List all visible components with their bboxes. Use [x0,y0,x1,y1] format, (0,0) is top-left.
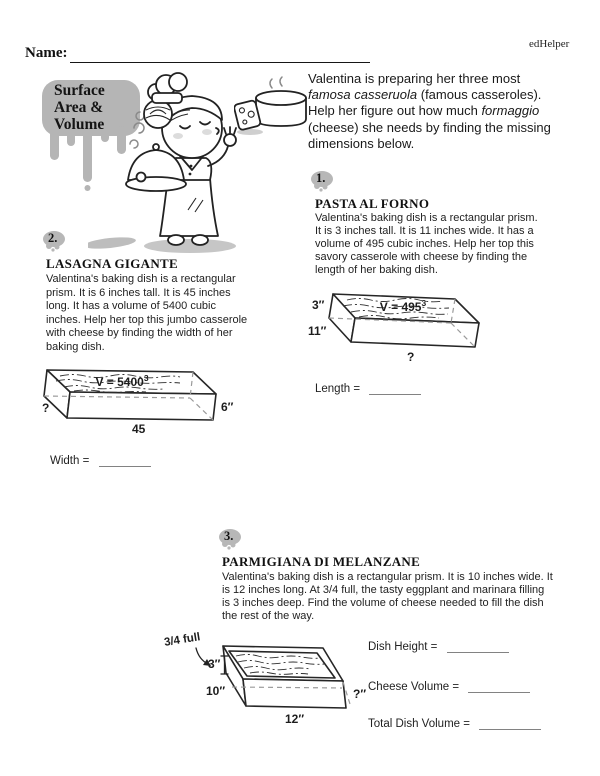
problem-2-number-badge: 2. [42,230,68,254]
dish-height-answer-label: Dish Height = [368,641,438,653]
cheese-volume-answer-blank[interactable] [468,679,531,693]
prism-1-drawing [328,293,480,348]
prism-3-height-label: ?″ [353,687,367,701]
brand: edHelper [529,38,570,50]
prism-3-length-label: 12″ [285,712,305,726]
problem-1-body: Valentina's baking dish is a rectangular… [315,212,538,277]
prism-2-volume-value: V = 5400 [95,375,144,389]
splat-icon [43,231,65,252]
prism-1-width-label: 11″ [308,324,327,338]
chef-illustration [88,72,237,253]
prism-2-width-label: ? [42,401,50,415]
cheese-volume-answer-label: Cheese Volume = [368,681,460,693]
total-dish-volume-answer-row: Total Dish Volume = [368,713,542,730]
prism-1-volume-label: V = 4953 [365,298,441,314]
prism-1-height-label: 3″ [312,298,325,312]
intro-italic2: formaggio [481,103,540,119]
length-answer-blank[interactable] [369,381,422,395]
prism-1-length-label: ? [407,350,415,364]
problem-1-answer-row: Length = [315,378,422,395]
cheese-dish-illustration [234,76,307,135]
paint-drip-icon [42,80,140,191]
problem-3-diagram: 3/4 full 3″ 10″ 12″ ?″ [158,630,373,750]
problem-1-title: PASTA AL FORNO [315,196,430,211]
problem-2-number: 2. [48,231,58,245]
problem-1-number: 1. [316,171,326,185]
total-dish-volume-answer-label: Total Dish Volume = [368,718,470,730]
intro-part3: (cheese) she needs by finding the missin… [308,119,551,151]
prism-2-drawing [43,369,217,421]
name-label: Name: [25,45,68,61]
intro-italic1: famosa casseruola [308,87,418,103]
name-input-line[interactable] [70,48,370,63]
problem-3-number-badge: 3. [218,528,244,552]
total-dish-volume-answer-blank[interactable] [479,716,542,730]
dish-height-answer-blank[interactable] [446,639,509,653]
cheese-volume-answer-row: Cheese Volume = [368,676,531,693]
width-answer-blank[interactable] [98,453,151,467]
problem-2-body: Valentina's baking dish is a rectangular… [46,273,248,353]
splat-icon [219,529,241,550]
problem-2-answer-row: Width = [50,450,151,467]
prism-3-width-label: 10″ [206,684,226,698]
dish-height-answer-row: Dish Height = [368,636,509,653]
problem-2-title: LASAGNA GIGANTE [46,256,178,271]
prism-3-drawing [195,645,351,709]
prism-2-volume-exponent: 3 [143,373,149,383]
intro-text: Valentina is preparing her three most fa… [308,71,562,152]
length-answer-label: Length = [315,383,361,395]
prism-1-volume-exponent: 3 [421,298,427,308]
prism-1-volume-value: V = 495 [379,300,422,314]
problem-3-title: PARMIGIANA DI MELANZANE [222,554,421,569]
intro-part2: (famous casseroles). Help her figure out… [308,87,542,119]
problem-3-body: Valentina's baking dish is a rectangular… [222,571,553,623]
width-answer-label: Width = [50,455,90,467]
splat-icon [311,171,333,192]
problem-1-number-badge: 1. [310,170,336,194]
problem-2-diagram: V = 54003 ? 6″ 45 [30,360,260,456]
intro-part1: Valentina is preparing her three most [308,71,521,86]
prism-2-volume-label: V = 54003 [82,373,162,389]
problem-1-diagram: 3″ 11″ V = 4953 ? [303,286,503,378]
problem-3-number: 3. [224,529,234,543]
prism-2-height-label: 6″ [221,400,234,414]
prism-3-fill-depth-label: 3″ [208,657,221,671]
prism-2-length-label: 45 [132,422,146,436]
